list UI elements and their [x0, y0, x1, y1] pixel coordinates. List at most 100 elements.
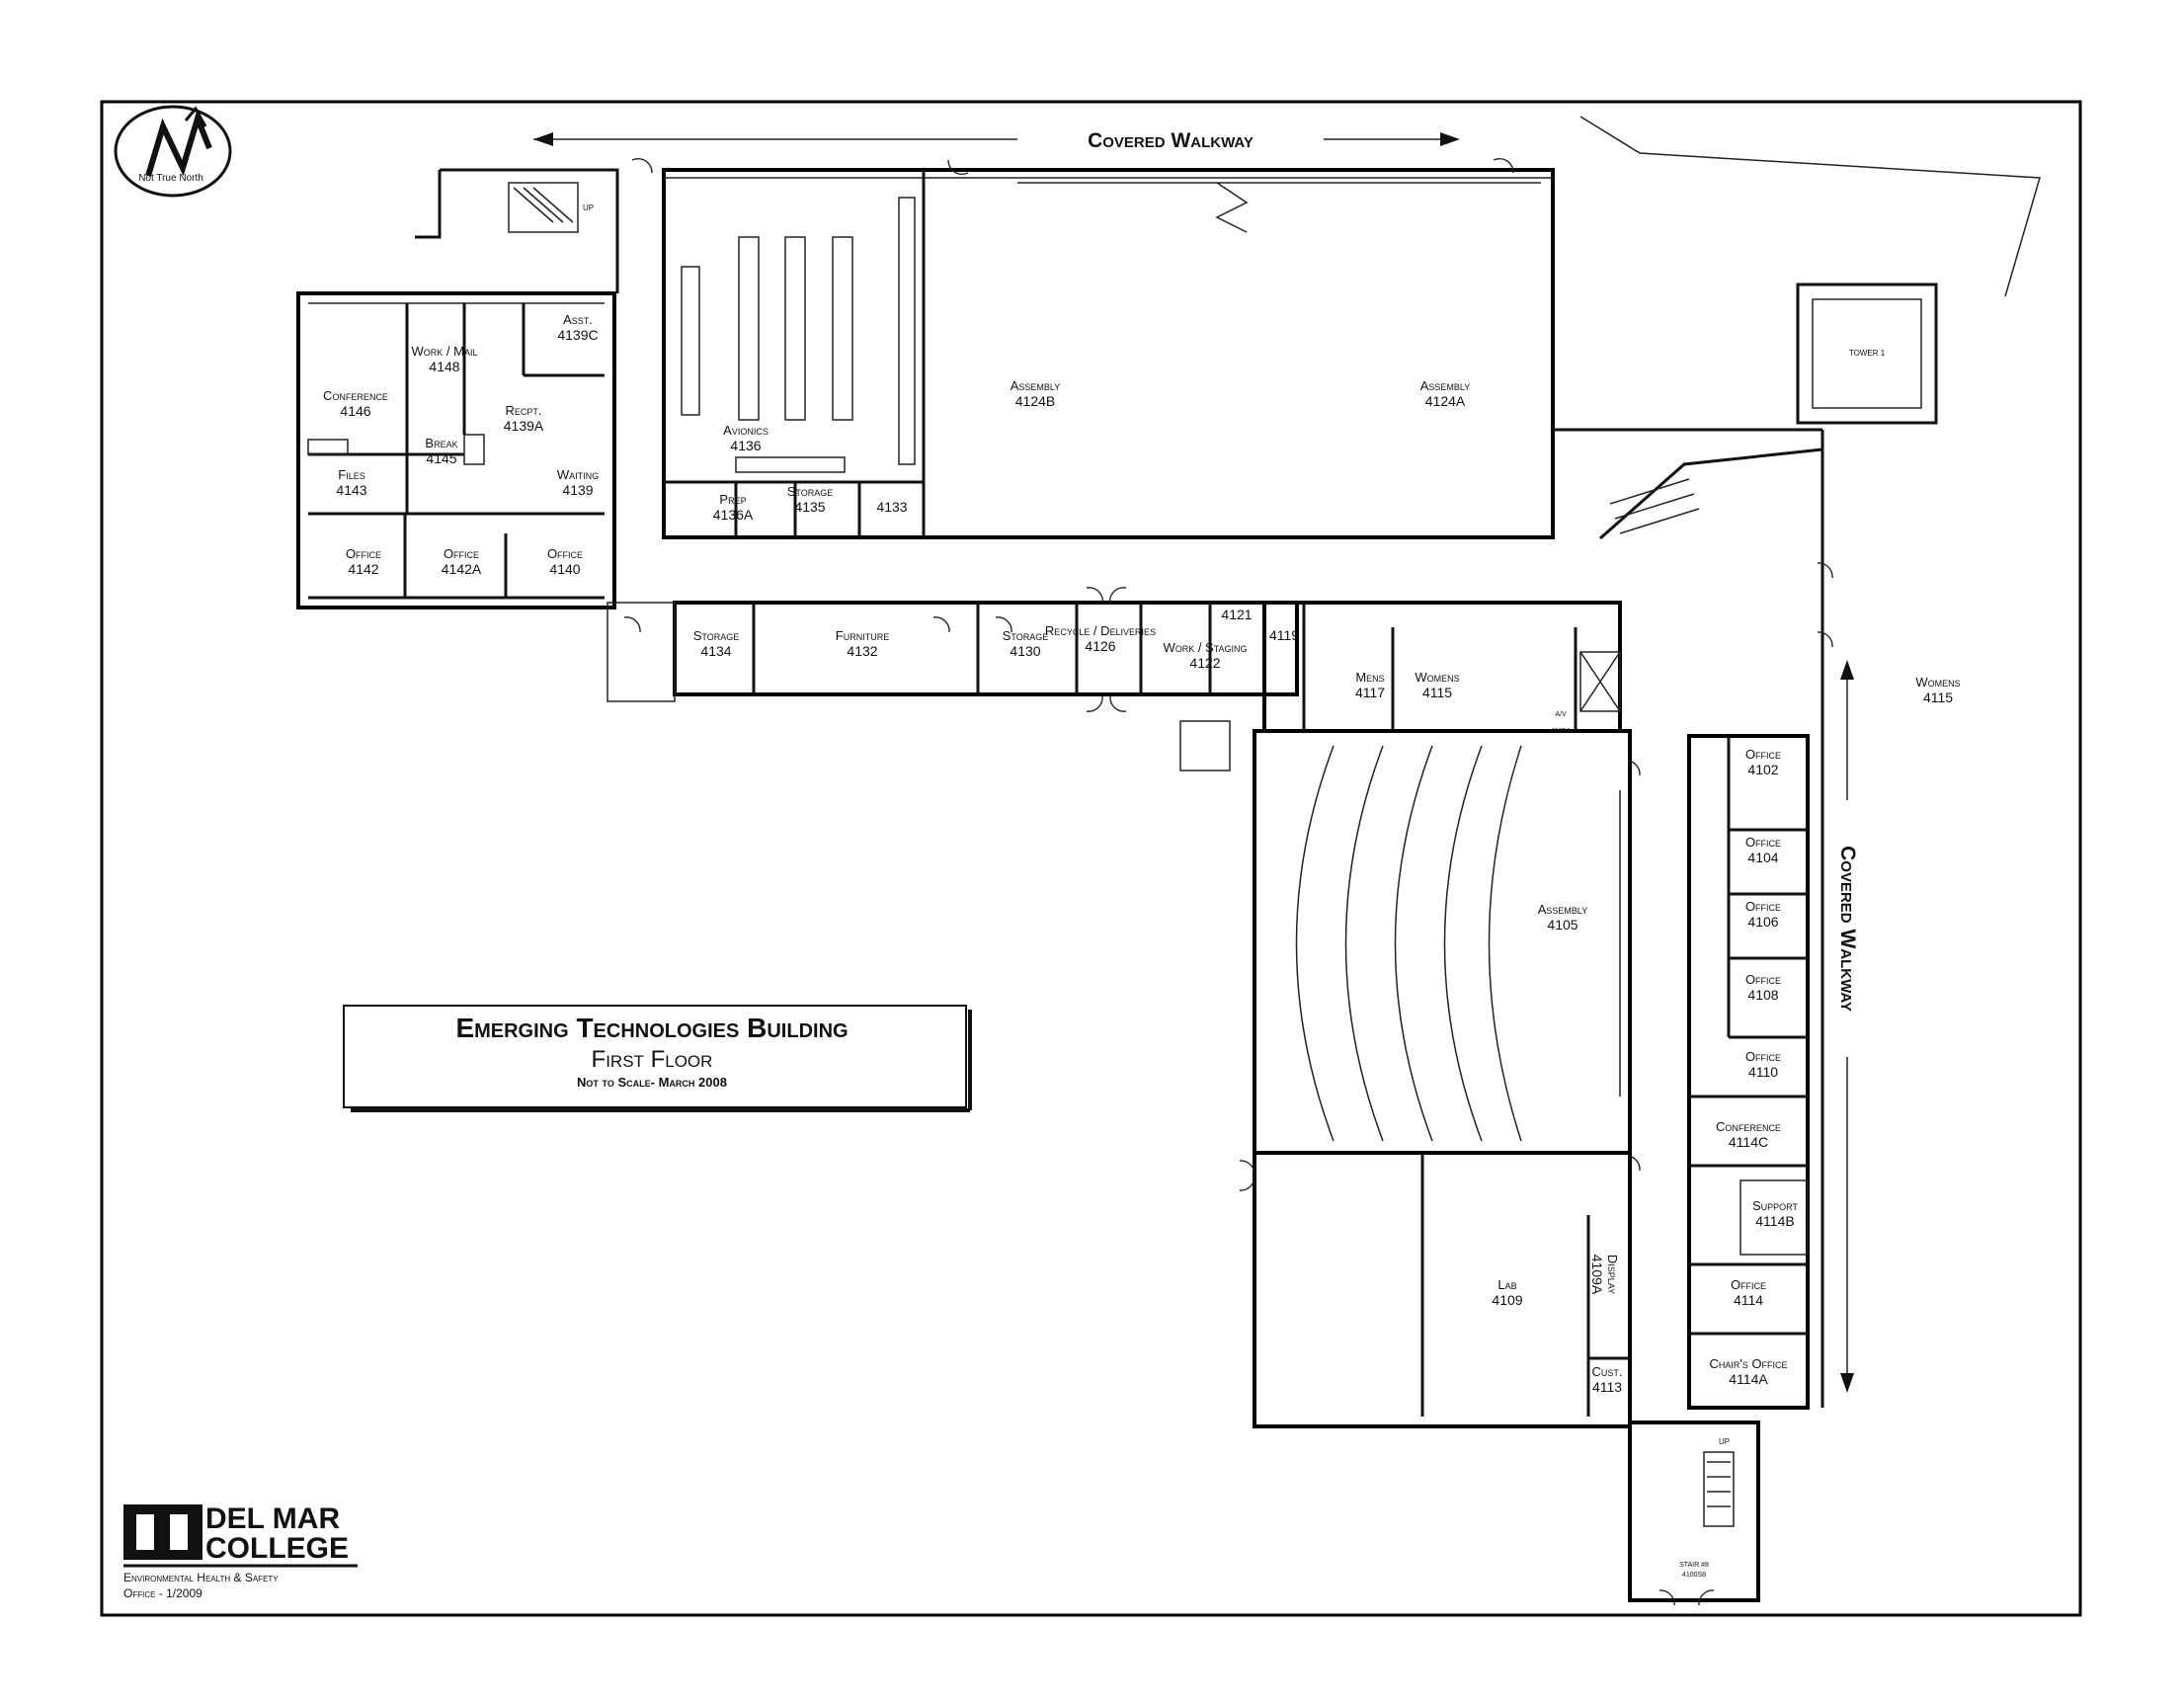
room-number: 4126 — [1085, 638, 1115, 654]
room-number: 4114 — [1734, 1292, 1763, 1308]
room-label: Storage — [693, 628, 740, 643]
room-label: Work / Staging — [1163, 640, 1247, 655]
covered-walkway-top: Covered Walkway — [533, 129, 1460, 152]
office-column — [1687, 734, 1810, 1410]
room-label: Asst. — [563, 312, 593, 327]
room-label: Lab — [1497, 1277, 1516, 1292]
room-number: 4140 — [549, 561, 580, 577]
building-title: Emerging Technologies Building — [455, 1013, 848, 1043]
stair-num: 4100S8 — [1682, 1572, 1706, 1579]
room-number: 4108 — [1747, 987, 1778, 1003]
room-label: Recycle / Deliveries — [1045, 623, 1156, 638]
room-label: Conference — [323, 388, 388, 403]
room-number: 4113 — [1592, 1379, 1622, 1395]
room-number: 4102 — [1747, 762, 1778, 777]
room-number: 4124B — [1015, 393, 1055, 409]
room-number: 4139A — [504, 418, 544, 434]
room-label: Chair's Office — [1709, 1356, 1787, 1371]
room-number: 4148 — [429, 359, 459, 374]
room-number: 4104 — [1747, 850, 1778, 865]
room-number: 4119 — [1269, 627, 1299, 643]
page-frame — [100, 100, 2082, 1617]
title-box: Emerging Technologies Building First Flo… — [343, 1005, 972, 1112]
south-stair: UP STAIR #8 4100S8 — [1628, 1421, 1760, 1602]
room-label: Storage — [787, 484, 834, 499]
room-label: Office — [1731, 1277, 1766, 1292]
room-label: Cust. — [1592, 1364, 1623, 1379]
room-label: Storage — [1003, 628, 1049, 643]
room-number: 4135 — [794, 499, 825, 515]
room-number: 4110 — [1748, 1064, 1778, 1080]
room-number: 4109A — [1589, 1255, 1605, 1295]
room-label: Work / Mail — [412, 344, 478, 359]
room-label: Office — [1745, 972, 1781, 987]
room-number: 4136 — [730, 438, 761, 453]
room-label: Mens — [1355, 670, 1384, 685]
covered-walkway-right: Covered Walkway — [1836, 660, 1859, 1393]
room-recpt: Recpt.4139A — [504, 403, 544, 434]
room-label: Office — [547, 546, 583, 561]
tower-1: TOWER 1 — [1796, 283, 1938, 425]
room-label: Assembly — [1011, 378, 1061, 393]
room-number: 4145 — [426, 450, 456, 466]
room-label: Womens — [1915, 675, 1960, 690]
room-number: 4114A — [1729, 1371, 1768, 1387]
up-label-bottom: UP — [1719, 1437, 1730, 1446]
room-label: Conference — [1716, 1119, 1781, 1134]
room-number: 4121 — [1221, 607, 1252, 622]
room-number: 4105 — [1547, 917, 1577, 933]
room-label: Office — [444, 546, 479, 561]
room-number: 4124A — [1425, 393, 1466, 409]
room-label: Assembly — [1538, 902, 1588, 917]
room-room-4119: 4119 — [1269, 627, 1299, 643]
del-mar-brand: DEL MAR COLLEGE Environmental Health & S… — [123, 1502, 358, 1600]
room-number: 4142 — [348, 561, 378, 577]
column-block — [1179, 720, 1231, 771]
room-label: Office — [1745, 747, 1781, 762]
room-label: Avionics — [723, 423, 768, 438]
up-label-top: UP — [583, 203, 594, 212]
room-number: 4114C — [1729, 1134, 1768, 1150]
room-label: Office — [1745, 899, 1781, 914]
east-stair-link — [1599, 447, 1823, 540]
room-number: 4106 — [1747, 914, 1778, 930]
storage-row — [607, 601, 1299, 702]
room-label: Display — [1605, 1255, 1620, 1294]
site-boundary — [1579, 116, 2041, 297]
room-number: 4136A — [713, 507, 754, 523]
room-asst: Asst.4139C — [557, 312, 598, 343]
brand-name-line1: DEL MAR — [205, 1502, 340, 1535]
tower-label: TOWER 1 — [1849, 349, 1886, 358]
room-room-4133: 4133 — [876, 499, 907, 515]
north-logo: Not True North — [114, 105, 232, 198]
room-label: Office — [1745, 1049, 1781, 1064]
brand-name-line2: COLLEGE — [205, 1532, 349, 1565]
scale-note: Not to Scale- March 2008 — [577, 1075, 727, 1090]
room-label: Waiting — [557, 467, 599, 482]
room-number: 4139C — [557, 327, 598, 343]
room-number: 4109 — [1492, 1292, 1522, 1308]
